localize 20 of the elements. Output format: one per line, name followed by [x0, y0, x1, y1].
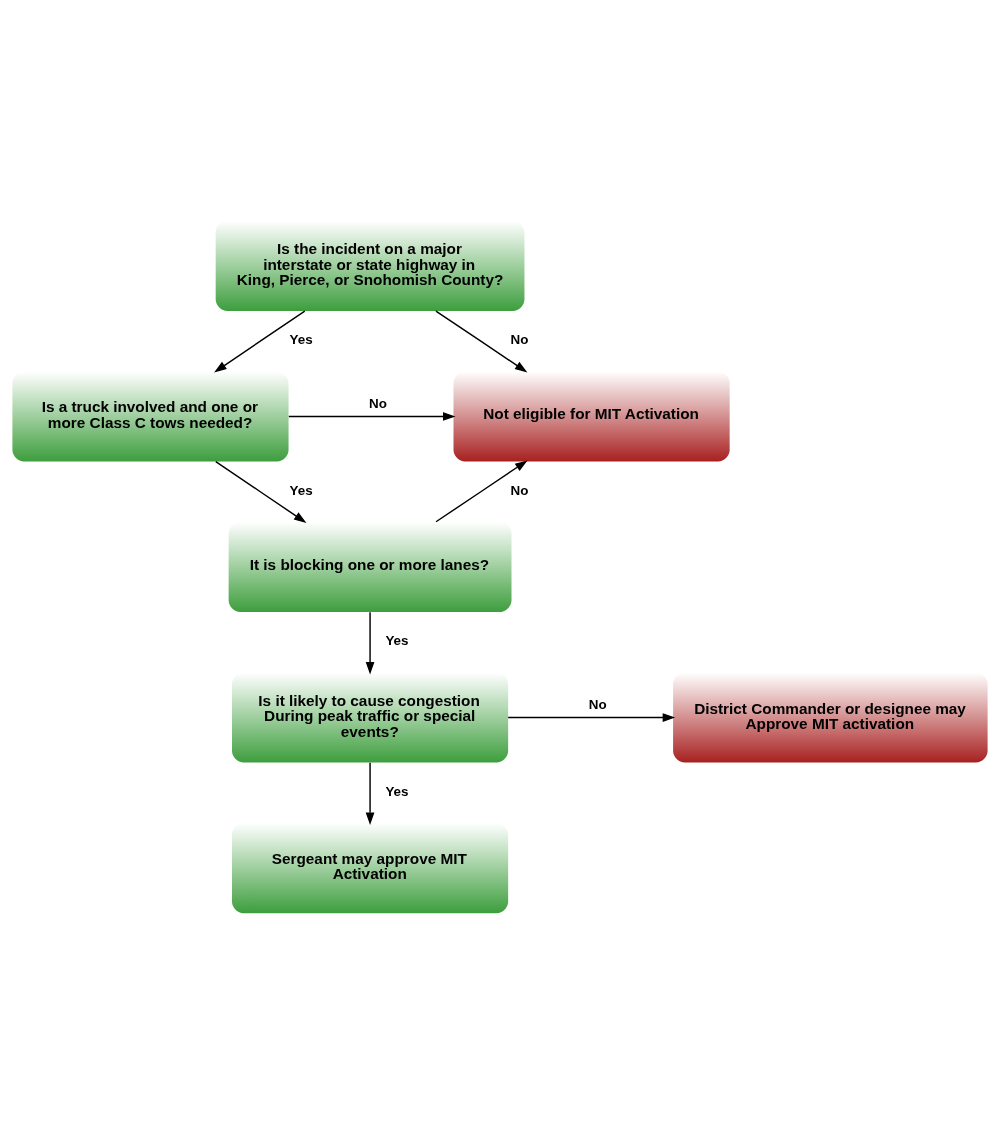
arrow [288, 411, 456, 421]
edge-label: Yes [289, 331, 313, 347]
node-box: Is the incident on a major interstate or state highway in King, Pierce, or Snohomish County? [215, 220, 525, 311]
edge-label: No [510, 482, 529, 498]
edge-label: No [510, 331, 529, 347]
node-box: Is it likely to cause congestion During peak traffic or special events? [232, 672, 509, 763]
arrow [215, 460, 307, 523]
edge-label: No [369, 395, 387, 411]
arrow [365, 610, 375, 674]
edge-label: Yes [385, 632, 409, 648]
edge-label: Yes [289, 482, 313, 498]
arrow [507, 712, 676, 722]
arrow [435, 309, 528, 372]
edge-label: No [588, 696, 607, 712]
arrow [214, 309, 306, 372]
node-box: District Commander or designee may Approve MIT activation [673, 672, 988, 763]
arrow [365, 761, 375, 825]
node-box: It is blocking one or more lanes? [228, 521, 512, 612]
arrow [435, 459, 528, 522]
edge-label: Yes [385, 783, 409, 799]
